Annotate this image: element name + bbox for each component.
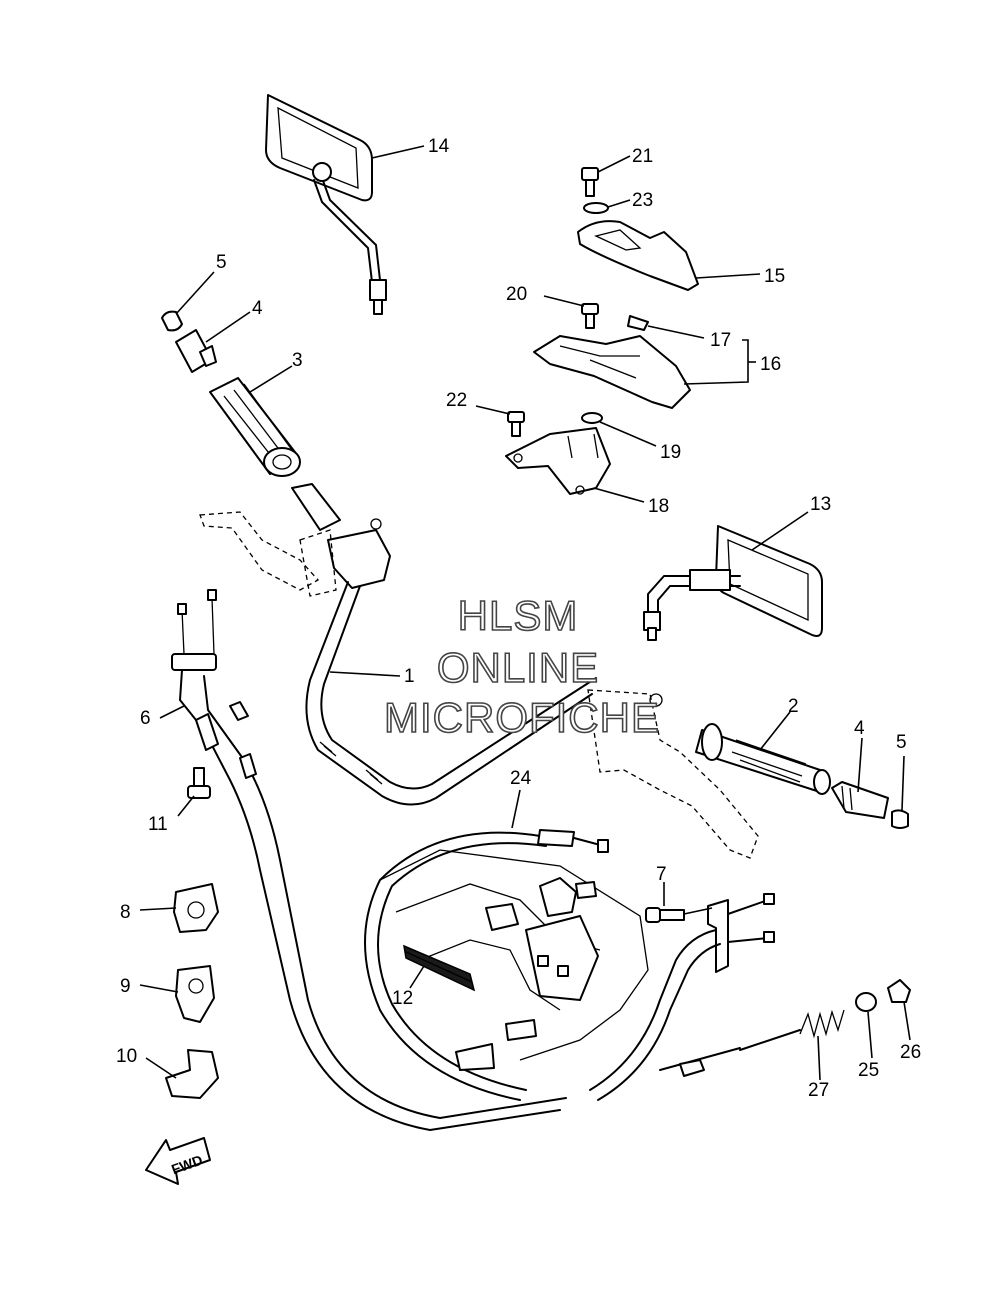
callout-3: 3 xyxy=(292,350,303,371)
part-20-bolt[interactable] xyxy=(581,303,599,329)
part-9-clamp[interactable] xyxy=(175,965,215,1023)
ghost-left-lever-assembly xyxy=(199,483,391,597)
callout-14: 14 xyxy=(428,136,450,157)
callout-1: 1 xyxy=(404,666,415,687)
callout-4a: 4 xyxy=(252,298,263,319)
callout-19: 19 xyxy=(660,442,681,463)
part-11-bolt[interactable] xyxy=(187,767,211,799)
callout-13: 13 xyxy=(810,494,831,515)
part-25-collar[interactable] xyxy=(855,992,877,1012)
part-12-pad[interactable] xyxy=(403,944,476,992)
watermark: HLSM ONLINE MICROFICHE xyxy=(383,591,660,742)
callout-9: 9 xyxy=(120,976,131,997)
callout-11: 11 xyxy=(148,814,168,835)
callout-16: 16 xyxy=(760,354,781,375)
part-7-bolt[interactable] xyxy=(645,907,685,923)
part-15-cover[interactable] xyxy=(577,220,699,291)
fwd-arrow-icon: FWD xyxy=(145,1137,211,1185)
callout-25: 25 xyxy=(858,1060,879,1081)
frame-section-outline xyxy=(379,849,649,1071)
part-5-bar-end-cap-left[interactable] xyxy=(161,310,183,332)
watermark-line-2: ONLINE xyxy=(437,644,599,691)
part-22-bolt[interactable] xyxy=(507,411,525,437)
part-10-clamp[interactable] xyxy=(165,1049,219,1099)
part-16-bracket-assy[interactable] xyxy=(533,315,691,409)
part-8-clamp[interactable] xyxy=(173,883,219,933)
part-5-bar-end-cap-right[interactable] xyxy=(891,809,909,829)
callout-26: 26 xyxy=(900,1042,921,1063)
callout-8: 8 xyxy=(120,902,131,923)
callout-18: 18 xyxy=(648,496,669,517)
callout-27: 27 xyxy=(808,1080,829,1101)
callout-20: 20 xyxy=(506,284,527,305)
part-18-holder[interactable] xyxy=(505,427,611,495)
part-6-throttle-cable[interactable] xyxy=(171,589,567,1131)
callout-2: 2 xyxy=(788,696,799,717)
watermark-line-3: MICROFICHE xyxy=(384,694,660,741)
callout-12: 12 xyxy=(392,988,413,1009)
part-27-spring[interactable] xyxy=(659,1009,845,1077)
part-24-cable[interactable] xyxy=(364,829,609,1101)
callout-24: 24 xyxy=(510,768,532,789)
part-23-washer[interactable] xyxy=(583,202,609,214)
callout-5a: 5 xyxy=(216,252,227,273)
part-26-nut[interactable] xyxy=(887,979,911,1003)
part-4-bar-end-weight-left[interactable] xyxy=(175,329,217,373)
part-1-handlebar[interactable] xyxy=(305,581,597,806)
callout-10: 10 xyxy=(116,1046,137,1067)
part-3-throttle-grip[interactable] xyxy=(209,377,301,477)
callout-17: 17 xyxy=(710,330,731,351)
callout-15: 15 xyxy=(764,266,785,287)
watermark-line-1: HLSM xyxy=(458,592,579,639)
cable-bracket-right xyxy=(589,893,775,1101)
callout-7: 7 xyxy=(656,864,667,885)
part-2-grip-right[interactable] xyxy=(695,723,831,795)
callout-21: 21 xyxy=(632,146,653,167)
part-21-bolt[interactable] xyxy=(581,167,599,197)
callout-22: 22 xyxy=(446,390,467,411)
part-14-mirror-left[interactable] xyxy=(265,94,387,315)
ghost-right-lever-assembly xyxy=(587,689,759,859)
part-13-mirror-right[interactable] xyxy=(643,525,823,641)
callout-4b: 4 xyxy=(854,718,865,739)
callout-5b: 5 xyxy=(896,732,907,753)
callout-23: 23 xyxy=(632,190,653,211)
callout-6: 6 xyxy=(140,708,151,729)
part-4-bar-end-weight-right[interactable] xyxy=(831,781,889,819)
part-19-washer[interactable] xyxy=(581,412,603,424)
